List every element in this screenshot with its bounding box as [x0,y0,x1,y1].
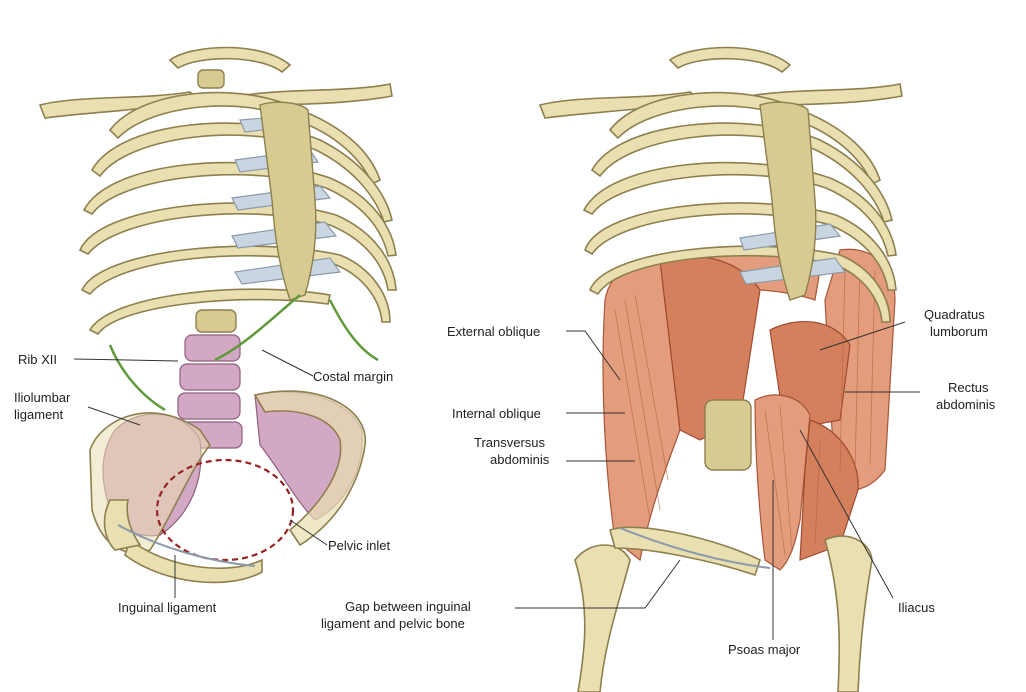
label-transversus-line2: abdominis [490,452,550,467]
label-pelvic-inlet: Pelvic inlet [328,538,391,553]
label-rectus-line2: abdominis [936,397,996,412]
inguinal-ligament-line [117,524,256,567]
right-spine [704,399,752,471]
muscle-fibers [614,264,876,556]
label-costal-margin: Costal margin [313,369,393,384]
costal-margin-line [108,294,379,412]
left-pelvis [89,390,366,584]
label-rectus-line1: Rectus [948,380,989,395]
label-quadratus-line2: lumborum [930,324,988,339]
label-iliolumbar-line1: Iliolumbar [14,390,71,405]
pelvic-inlet-ring [155,458,295,562]
label-transversus-line1: Transversus [474,435,546,450]
left-skeleton-panel: Rib XII Iliolumbar ligament Costal margi… [14,46,397,615]
right-muscle-panel: External oblique Internal oblique Transv… [321,46,996,692]
label-external-oblique: External oblique [447,324,540,339]
right-femurs [574,526,873,692]
right-sternum [759,101,817,301]
right-ribcage [582,46,897,257]
label-psoas-major: Psoas major [728,642,801,657]
label-quadratus-line1: Quadratus [924,307,985,322]
iliacus-muscle [799,419,859,561]
label-rib-xii: Rib XII [18,352,57,367]
label-gap-line1: Gap between inguinal [345,599,471,614]
label-iliolumbar-line2: ligament [14,407,64,422]
label-gap-line2: ligament and pelvic bone [321,616,465,631]
left-sternum [259,101,317,301]
label-internal-oblique: Internal oblique [452,406,541,421]
label-inguinal-ligament: Inguinal ligament [118,600,217,615]
right-inguinal-line [619,527,771,569]
label-iliacus: Iliacus [898,600,935,615]
